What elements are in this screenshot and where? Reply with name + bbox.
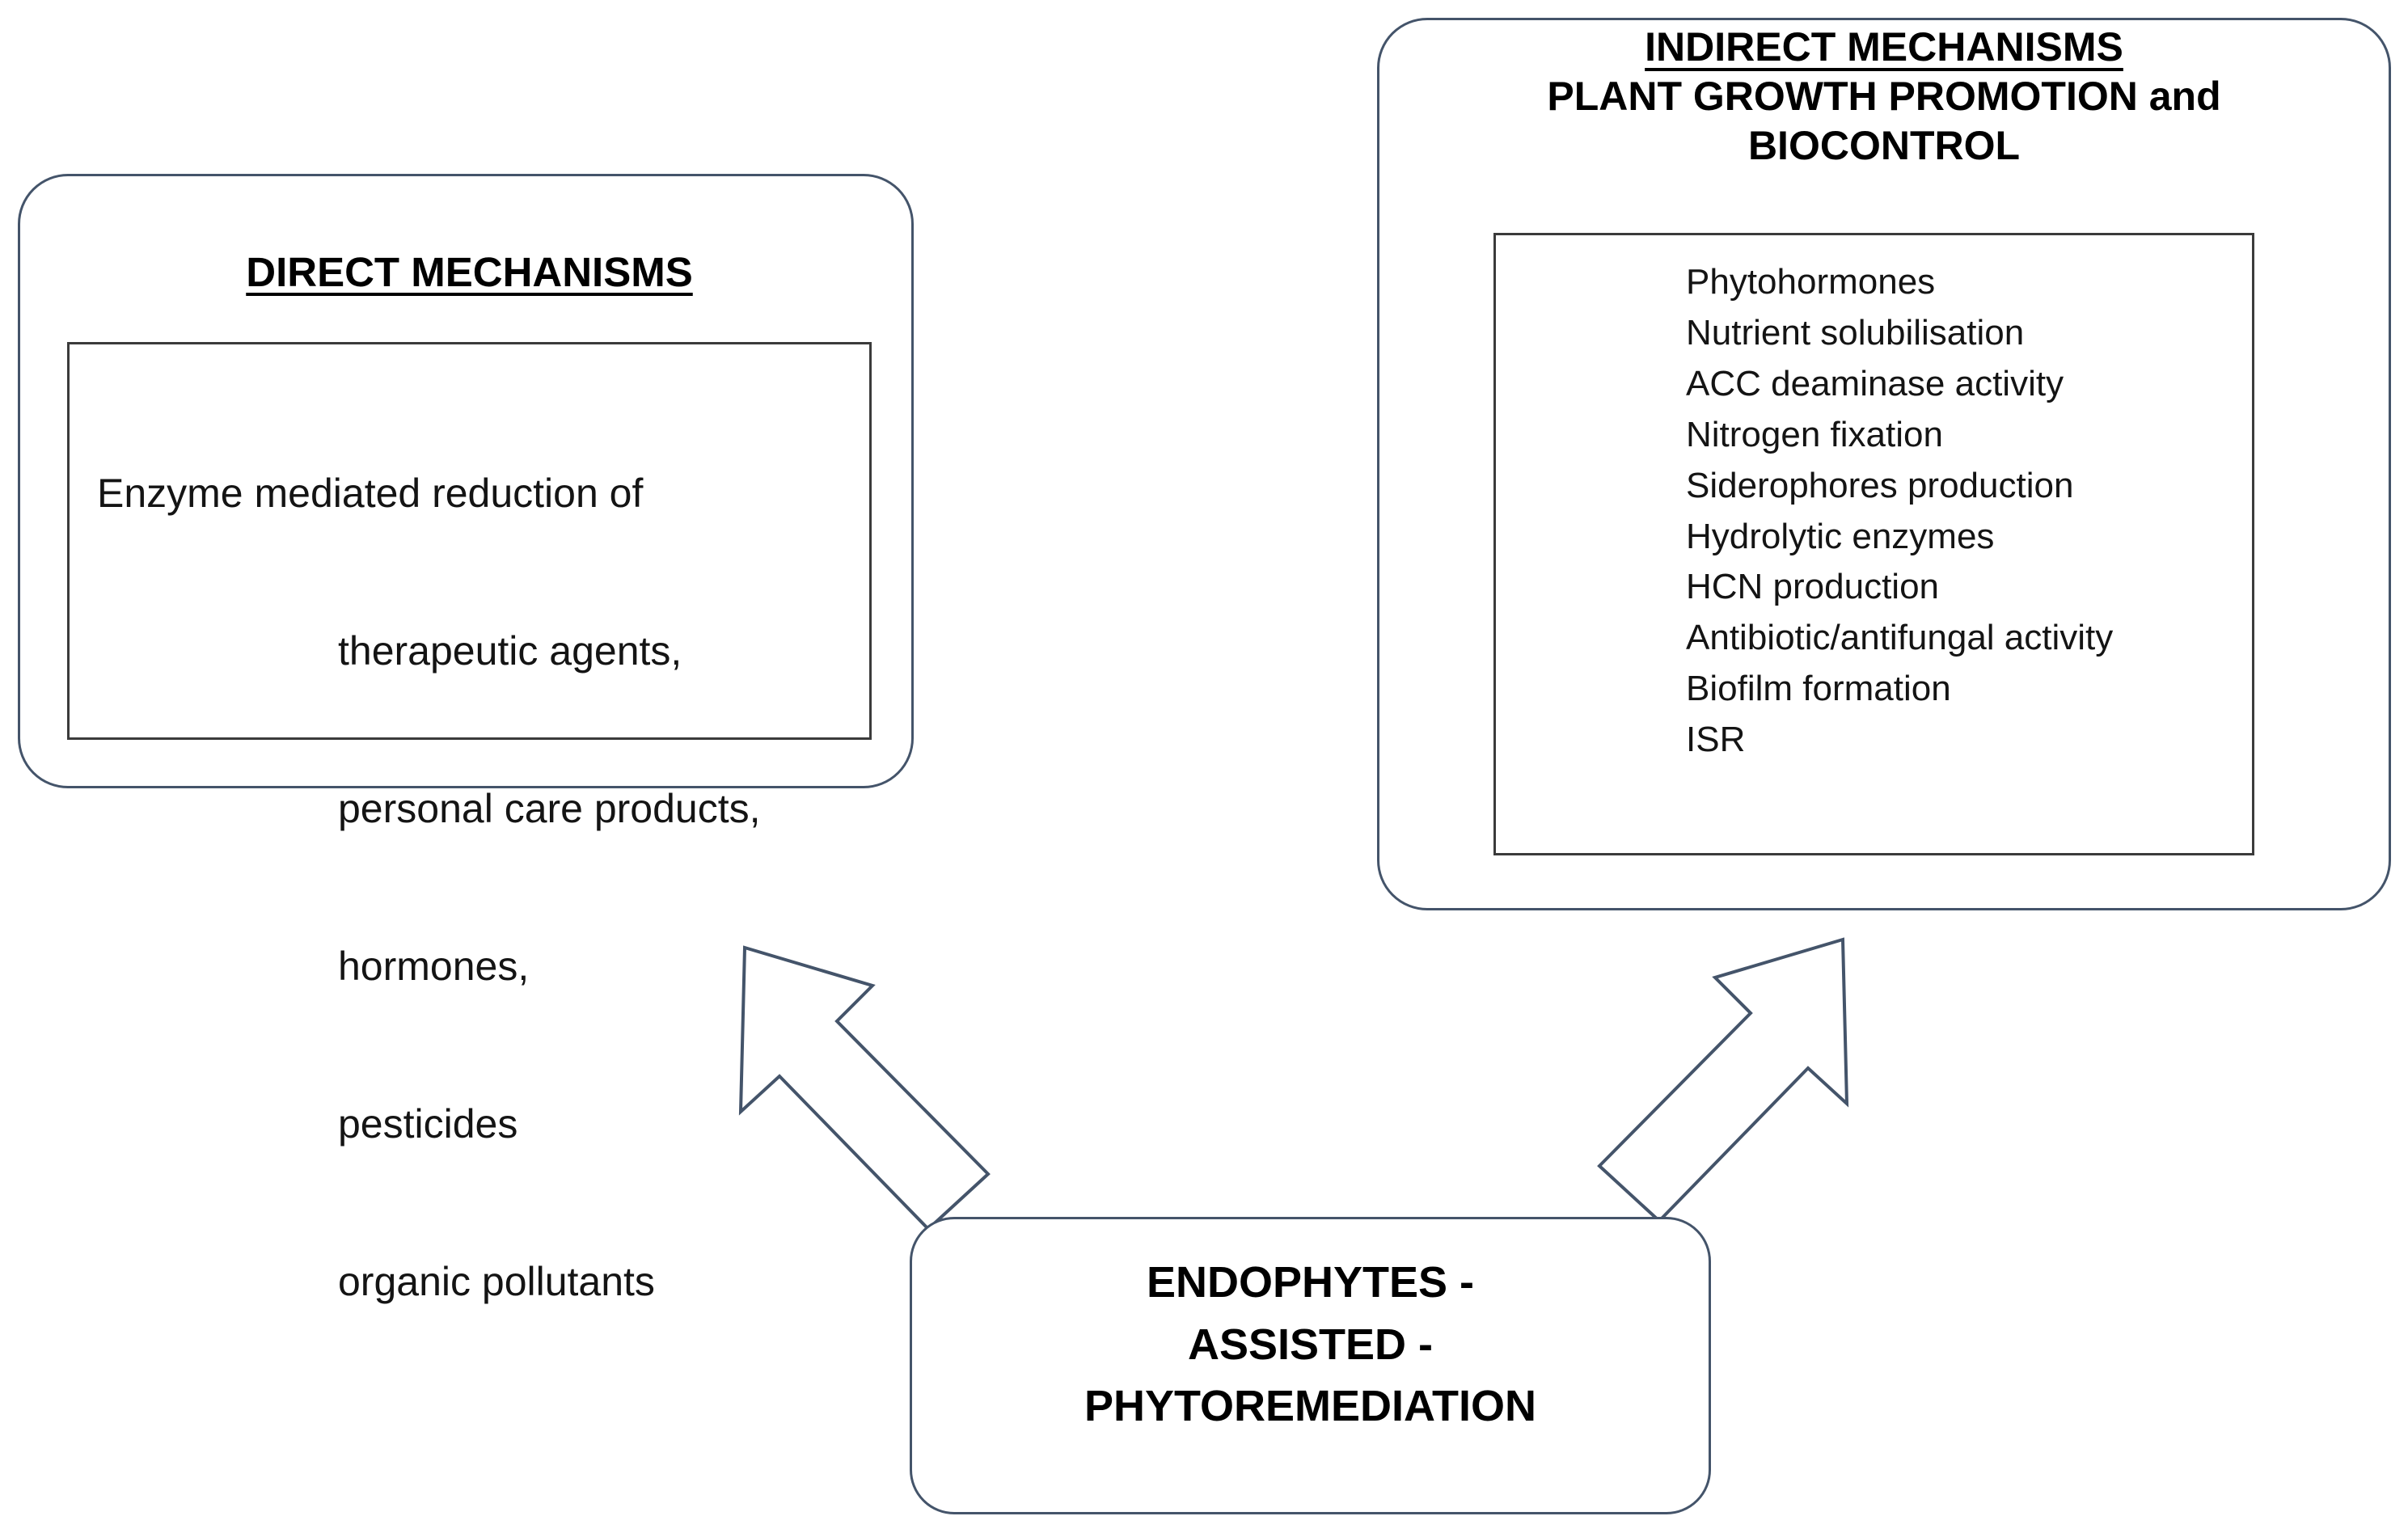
list-item: Antibiotic/antifungal activity [1686, 618, 2114, 658]
list-item: ISR [1686, 720, 1746, 760]
indirect-heading-line-1: INDIRECT MECHANISMS [1645, 24, 2123, 70]
endophytes-assisted-phytoremediation-panel [910, 1217, 1711, 1514]
indirect-mechanisms-heading: INDIRECT MECHANISMS PLANT GROWTH PROMOTI… [1423, 23, 2345, 171]
indirect-mechanisms-list: Phytohormones Nutrient solubilisation AC… [1493, 257, 2254, 766]
direct-mechanisms-inner-box [67, 342, 872, 740]
bottom-label-line-2: ASSISTED - [1187, 1320, 1434, 1369]
indirect-heading-line-2: PLANT GROWTH PROMOTION and [1547, 74, 2221, 119]
direct-mechanisms-body: Enzyme mediated reduction of therapeutic… [97, 362, 849, 1413]
bottom-label-line-3: PHYTOREMEDIATION [1084, 1382, 1537, 1431]
direct-body-line-3: personal care products, [338, 786, 761, 831]
direct-body-line-2: therapeutic agents, [338, 628, 682, 674]
list-item: Nitrogen fixation [1686, 414, 1943, 454]
direct-mechanisms-heading: DIRECT MECHANISMS [67, 247, 872, 298]
indirect-mechanisms-inner-box [1493, 233, 2254, 855]
direct-body-line-6: organic pollutants [338, 1259, 655, 1304]
direct-body-line-1: Enzyme mediated reduction of [97, 471, 644, 516]
direct-body-line-5: pesticides [338, 1101, 518, 1147]
direct-body-line-4: hormones, [338, 944, 530, 989]
arrow-up-right-icon [1597, 937, 1849, 1223]
list-item: Siderophores production [1686, 465, 2074, 505]
list-item: HCN production [1686, 567, 1940, 607]
endophytes-assisted-phytoremediation-label: ENDOPHYTES - ASSISTED - PHYTOREMEDIATION [910, 1252, 1711, 1438]
arrow-up-left-icon [738, 945, 991, 1231]
bottom-label-line-1: ENDOPHYTES - [1146, 1258, 1475, 1307]
list-item: Phytohormones [1686, 262, 1936, 302]
list-item: ACC deaminase activity [1686, 363, 2064, 403]
direct-heading-text: DIRECT MECHANISMS [246, 249, 693, 295]
list-item: Biofilm formation [1686, 669, 1951, 709]
list-item: Nutrient solubilisation [1686, 312, 2025, 353]
indirect-heading-line-3: BIOCONTROL [1747, 123, 2021, 168]
list-item: Hydrolytic enzymes [1686, 516, 1995, 556]
